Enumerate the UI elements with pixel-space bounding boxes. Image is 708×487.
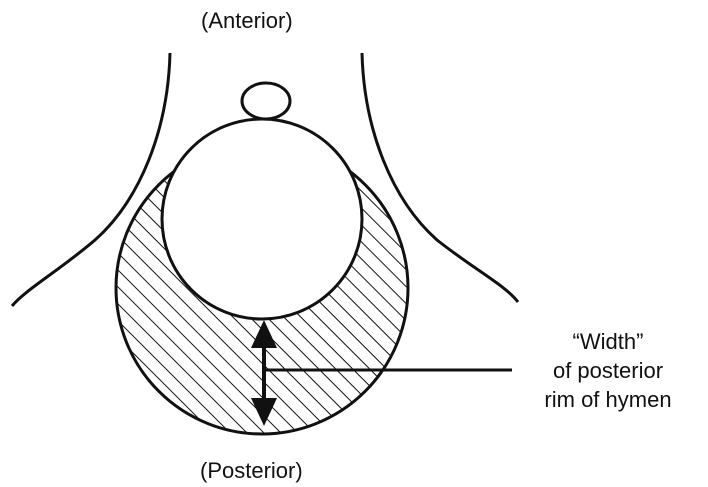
- callout-line-3: rim of hymen: [510, 385, 706, 414]
- posterior-label: (Posterior): [200, 460, 303, 482]
- hymenal-opening: [162, 119, 362, 319]
- urethral-opening: [242, 83, 290, 119]
- callout-line-1: “Width”: [510, 327, 706, 356]
- width-callout: “Width” of posterior rim of hymen: [510, 327, 706, 414]
- callout-line-2: of posterior: [510, 356, 706, 385]
